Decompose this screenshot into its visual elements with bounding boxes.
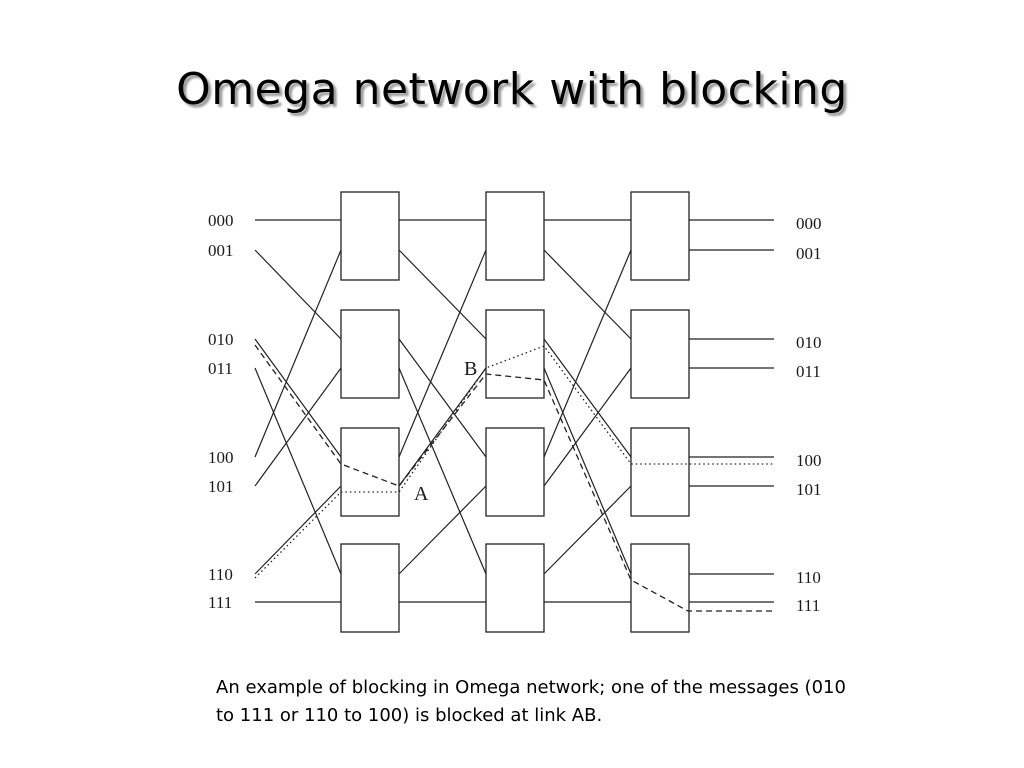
figure-caption: An example of blocking in Omega network;… xyxy=(216,677,846,726)
message-path-110-to-100 xyxy=(254,345,774,579)
shuffle-link xyxy=(398,485,487,575)
output-label: 101 xyxy=(796,480,822,499)
input-label: 110 xyxy=(208,565,233,584)
switch-box xyxy=(630,543,690,633)
shuffle-link xyxy=(398,249,487,340)
message-path-010-to-111 xyxy=(254,344,774,612)
switch-box xyxy=(630,309,690,399)
shuffle-link xyxy=(398,338,487,458)
shuffle-link xyxy=(254,249,342,458)
switch-boxes xyxy=(340,191,690,633)
switch-box xyxy=(485,309,545,399)
input-label: 001 xyxy=(208,241,234,260)
shuffle-link xyxy=(543,249,632,340)
input-label: 011 xyxy=(208,359,233,378)
output-label: 110 xyxy=(796,568,821,587)
link-label-b: B xyxy=(464,358,477,380)
message-paths xyxy=(254,344,774,612)
shuffle-link xyxy=(543,249,632,458)
shuffle-link xyxy=(543,367,632,487)
input-label: 100 xyxy=(208,448,234,467)
shuffle-link xyxy=(254,367,342,575)
input-label: 010 xyxy=(208,330,234,349)
shuffle-link xyxy=(398,249,487,458)
output-label: 011 xyxy=(796,362,821,381)
output-label: 000 xyxy=(796,214,822,233)
switch-box xyxy=(630,427,690,517)
input-label: 101 xyxy=(208,477,234,496)
slide-title: Omega network with blocking xyxy=(176,64,848,115)
shuffle-link xyxy=(254,485,342,575)
shuffle-link xyxy=(254,338,342,458)
switch-box xyxy=(485,427,545,517)
switch-box xyxy=(340,427,400,517)
switch-box xyxy=(340,543,400,633)
shuffle-link xyxy=(543,338,632,458)
output-label: 010 xyxy=(796,333,822,352)
shuffle-link xyxy=(398,367,487,575)
shuffle-link xyxy=(543,367,632,575)
link-label-a: A xyxy=(414,483,429,505)
output-label: 111 xyxy=(796,596,820,615)
switch-box xyxy=(485,191,545,281)
switch-box xyxy=(340,309,400,399)
switch-box xyxy=(630,191,690,281)
interconnect-wires xyxy=(254,219,774,603)
output-label: 001 xyxy=(796,244,822,263)
shuffle-link xyxy=(254,367,342,487)
switch-box xyxy=(340,191,400,281)
input-label: 000 xyxy=(208,211,234,230)
output-label: 100 xyxy=(796,451,822,470)
input-label: 111 xyxy=(208,593,232,612)
shuffle-link xyxy=(254,249,342,340)
switch-box xyxy=(485,543,545,633)
port-labels: 000 001 010 011 100 101 110 111 000 001 010 011 100 1… xyxy=(208,211,822,615)
shuffle-link xyxy=(543,485,632,575)
